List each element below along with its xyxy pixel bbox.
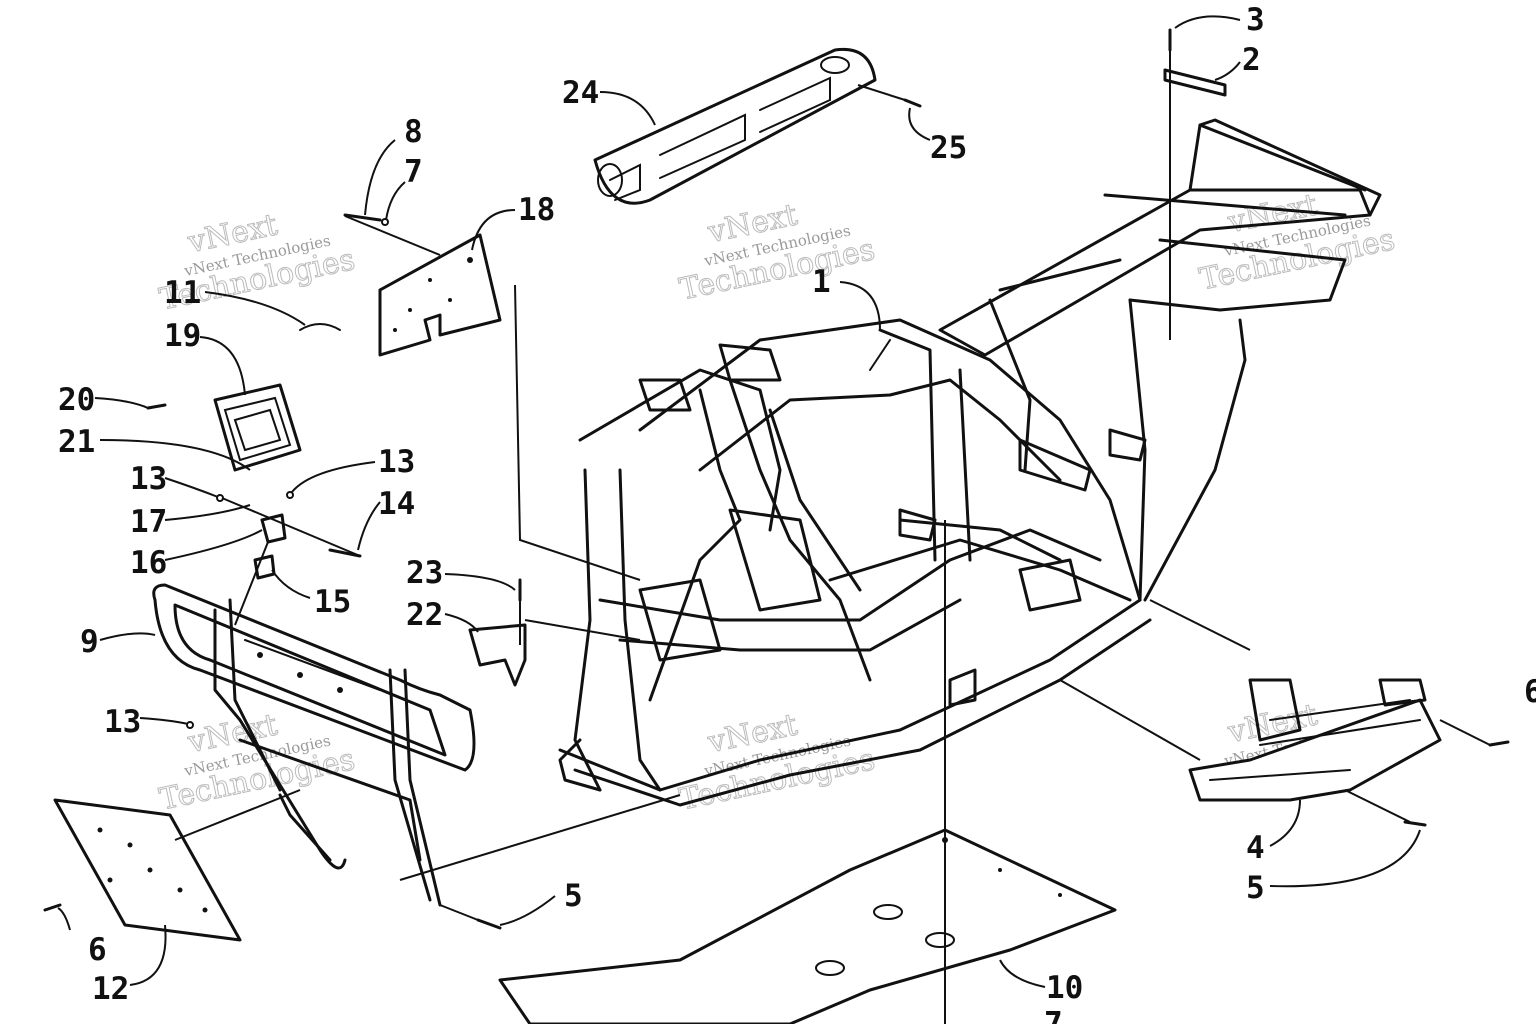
callout-5-bumper: 5 bbox=[564, 878, 583, 914]
callout-14: 14 bbox=[378, 486, 415, 522]
callout-25: 25 bbox=[930, 130, 967, 166]
hardware-group bbox=[43, 28, 1510, 930]
callout-11: 11 bbox=[164, 275, 201, 311]
part-10-skidplate bbox=[498, 828, 1117, 1024]
callout-15: 15 bbox=[314, 584, 351, 620]
part-9-bumper bbox=[152, 583, 476, 907]
callout-5-footrest: 5 bbox=[1246, 870, 1265, 906]
callout-12: 12 bbox=[92, 971, 129, 1007]
callout-7-washer: 7 bbox=[404, 154, 423, 190]
callout-8: 8 bbox=[404, 114, 423, 150]
callout-16: 16 bbox=[130, 545, 167, 581]
callout-22: 22 bbox=[406, 597, 443, 633]
callout-6-plate: 6 bbox=[88, 932, 107, 968]
callout-18: 18 bbox=[518, 192, 555, 228]
callout-2: 2 bbox=[1242, 42, 1261, 78]
callout-3: 3 bbox=[1246, 2, 1265, 38]
part-19-headlight bbox=[213, 383, 302, 472]
callout-4: 4 bbox=[1246, 830, 1265, 866]
callout-13-left: 13 bbox=[130, 461, 167, 497]
callout-13-right: 13 bbox=[378, 444, 415, 480]
callout-17: 17 bbox=[130, 504, 167, 540]
callout-20: 20 bbox=[58, 382, 95, 418]
callout-6-footrest: 6 bbox=[1524, 674, 1536, 710]
callout-23: 23 bbox=[406, 555, 443, 591]
callout-13-lower: 13 bbox=[104, 704, 141, 740]
callout-19: 19 bbox=[164, 318, 201, 354]
callout-10: 10 bbox=[1046, 970, 1083, 1006]
part-18-plate bbox=[378, 233, 502, 357]
assembly-lines bbox=[174, 50, 1491, 1024]
callout-leaders bbox=[57, 15, 1421, 988]
callout-24: 24 bbox=[562, 75, 599, 111]
callout-1: 1 bbox=[812, 264, 831, 300]
callout-labels: 1 2 3 4 5 5 6 6 7 7 8 9 10 11 12 13 13 1… bbox=[58, 2, 1536, 1024]
callout-9: 9 bbox=[80, 624, 99, 660]
part-24-cover bbox=[593, 47, 877, 205]
part-4-footrest bbox=[1188, 678, 1442, 802]
main-frame bbox=[558, 118, 1382, 807]
callout-7-bottom: 7 bbox=[1044, 1006, 1063, 1024]
callout-21: 21 bbox=[58, 424, 95, 460]
part-12-plate bbox=[53, 798, 242, 942]
